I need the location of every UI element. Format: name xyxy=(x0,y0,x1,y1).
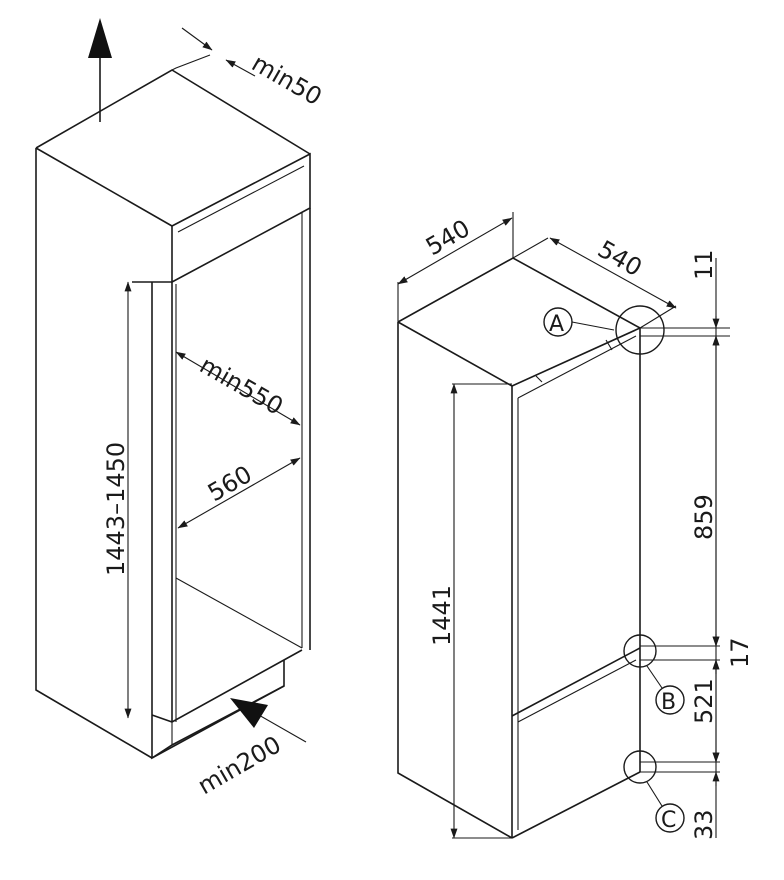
cabinet-niche xyxy=(35,69,311,760)
label-540-width: 540 xyxy=(421,214,475,261)
label-540-depth: 540 xyxy=(593,235,647,282)
label-17: 17 xyxy=(726,637,754,668)
label-1443-1450: 1443–1450 xyxy=(102,442,130,576)
dim-1441: 1441 xyxy=(428,383,512,839)
dim-min200: min200 xyxy=(193,698,307,800)
dim-540-depth: 540 xyxy=(512,235,677,329)
dim-560: 560 xyxy=(177,457,301,529)
label-560: 560 xyxy=(203,460,257,507)
label-521: 521 xyxy=(690,678,718,724)
dim-min550: min550 xyxy=(175,351,301,426)
label-min200: min200 xyxy=(193,730,286,800)
label-min50: min50 xyxy=(247,49,327,111)
marker-c-label: C xyxy=(661,808,676,833)
appliance-body xyxy=(397,257,641,839)
dim-chain-right: 11 859 17 521 33 xyxy=(640,249,754,840)
marker-a-label: A xyxy=(549,312,564,337)
label-1441: 1441 xyxy=(428,585,456,646)
label-33: 33 xyxy=(690,809,718,840)
marker-b-label: B xyxy=(661,690,676,715)
marker-c: C xyxy=(623,750,685,833)
label-11: 11 xyxy=(690,249,718,280)
label-min550: min550 xyxy=(195,351,288,421)
dim-1443-1450: 1443–1450 xyxy=(102,281,132,719)
dim-min50: min50 xyxy=(171,27,327,111)
marker-b: B xyxy=(623,634,685,715)
marker-a: A xyxy=(543,305,665,355)
label-859: 859 xyxy=(690,494,718,540)
top-vent-arrow xyxy=(88,18,112,122)
